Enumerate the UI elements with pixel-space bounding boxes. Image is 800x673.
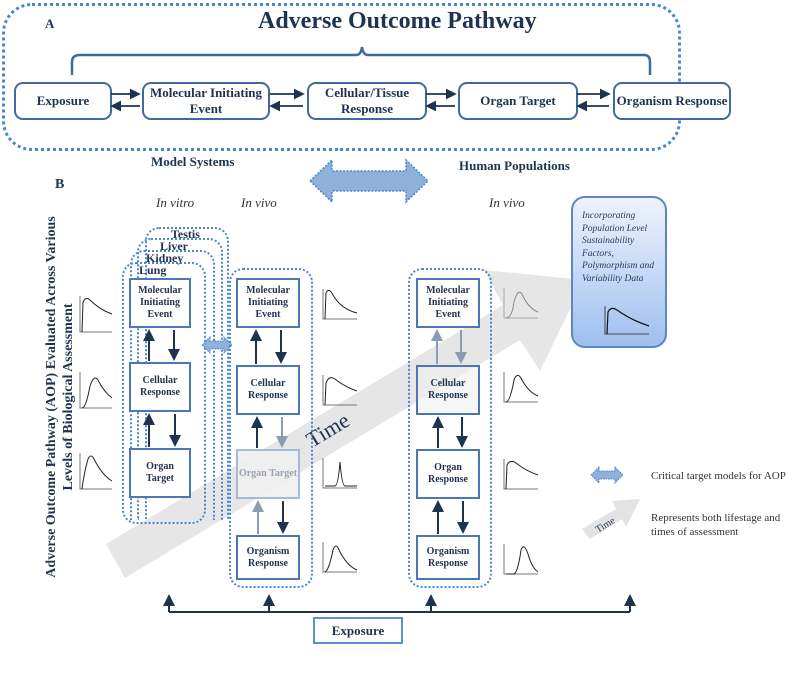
time-arrow-icon: Time <box>582 499 640 539</box>
double-arrow-icon <box>308 158 430 204</box>
in-vivo-human-node-molecular-initiating-event: Molecular Initiating Event <box>416 278 480 328</box>
response-curve-icon <box>604 306 650 335</box>
response-curve-icon <box>79 296 113 333</box>
column-label-in-vivo-model: In vivo <box>241 195 277 210</box>
in-vivo-human-node-organ-response: Organ Response <box>416 449 480 499</box>
response-curve-icon <box>503 544 539 575</box>
legend-text-critical-target: Critical target models for AOP <box>651 470 786 482</box>
organ-label-kidney: Kidney <box>146 251 184 265</box>
population-box-text: Incorporating Population Level Sustainab… <box>582 211 655 284</box>
population-variability-box: Incorporating Population Level Sustainab… <box>571 196 667 348</box>
in-vitro-node-cellular-response: Cellular Response <box>129 362 191 412</box>
in-vivo-model-node-cellular-response: Cellular Response <box>236 365 300 415</box>
column-label-in-vivo-human: In vivo <box>489 195 525 210</box>
model-systems-label: Model Systems <box>151 154 235 169</box>
in-vitro-node-organ-target: Organ Target <box>129 448 191 498</box>
response-curve-icon <box>79 453 113 490</box>
step-organ-target: Organ Target <box>458 82 578 120</box>
panel-a-letter: A <box>45 16 55 31</box>
panel-a-title: Adverse Outcome Pathway <box>258 8 537 34</box>
in-vitro-node-molecular-initiating-event: Molecular Initiating Event <box>129 278 191 328</box>
response-curve-icon <box>503 459 539 490</box>
organ-label-lung: Lung <box>139 263 167 277</box>
response-curve-icon <box>322 542 358 573</box>
in-vivo-model-node-molecular-initiating-event: Molecular Initiating Event <box>236 278 300 328</box>
organ-label-testis: Testis <box>171 227 200 241</box>
critical-target-arrow-icon <box>201 335 233 355</box>
step-organism-response: Organism Response <box>613 82 731 120</box>
panel-b-letter: B <box>55 177 65 192</box>
exposure-box-label: Exposure <box>331 622 385 638</box>
response-curve-icon <box>503 372 539 403</box>
in-vivo-human-column <box>408 268 492 588</box>
panel-a-bracket <box>70 46 652 75</box>
double-arrow-icon <box>590 465 624 485</box>
panel-a-outline-right <box>340 3 681 151</box>
panel-a-outline <box>2 3 343 151</box>
organ-label-liver: Liver <box>160 239 188 253</box>
response-curve-icon <box>503 288 539 319</box>
step-cellular-tissue-response: Cellular/Tissue Response <box>307 82 427 120</box>
organ-layer-lung <box>122 262 206 524</box>
legend-text-lifestage: Represents both lifestage and times of a… <box>651 512 781 538</box>
in-vivo-human-node-cellular-response: Cellular Response <box>416 365 480 415</box>
panel-a-arrows <box>110 88 611 112</box>
column-label-in-vitro: In vitro <box>156 195 195 210</box>
response-curve-icon <box>322 289 358 320</box>
response-curve-icon <box>322 458 357 489</box>
in-vivo-human-node-organism-response: Organism Response <box>416 535 480 580</box>
step-molecular-initiating-event: Molecular Initiating Event <box>142 82 270 120</box>
response-curve-icon <box>79 372 113 409</box>
response-curve-icon <box>322 375 358 406</box>
in-vivo-model-node-organism-response: Organism Response <box>236 535 300 580</box>
in-vivo-model-column <box>229 268 313 588</box>
exposure-box: Exposure <box>313 617 403 644</box>
in-vivo-model-node-organ-target: Organ Target <box>236 449 300 499</box>
human-populations-label: Human Populations <box>459 158 570 173</box>
